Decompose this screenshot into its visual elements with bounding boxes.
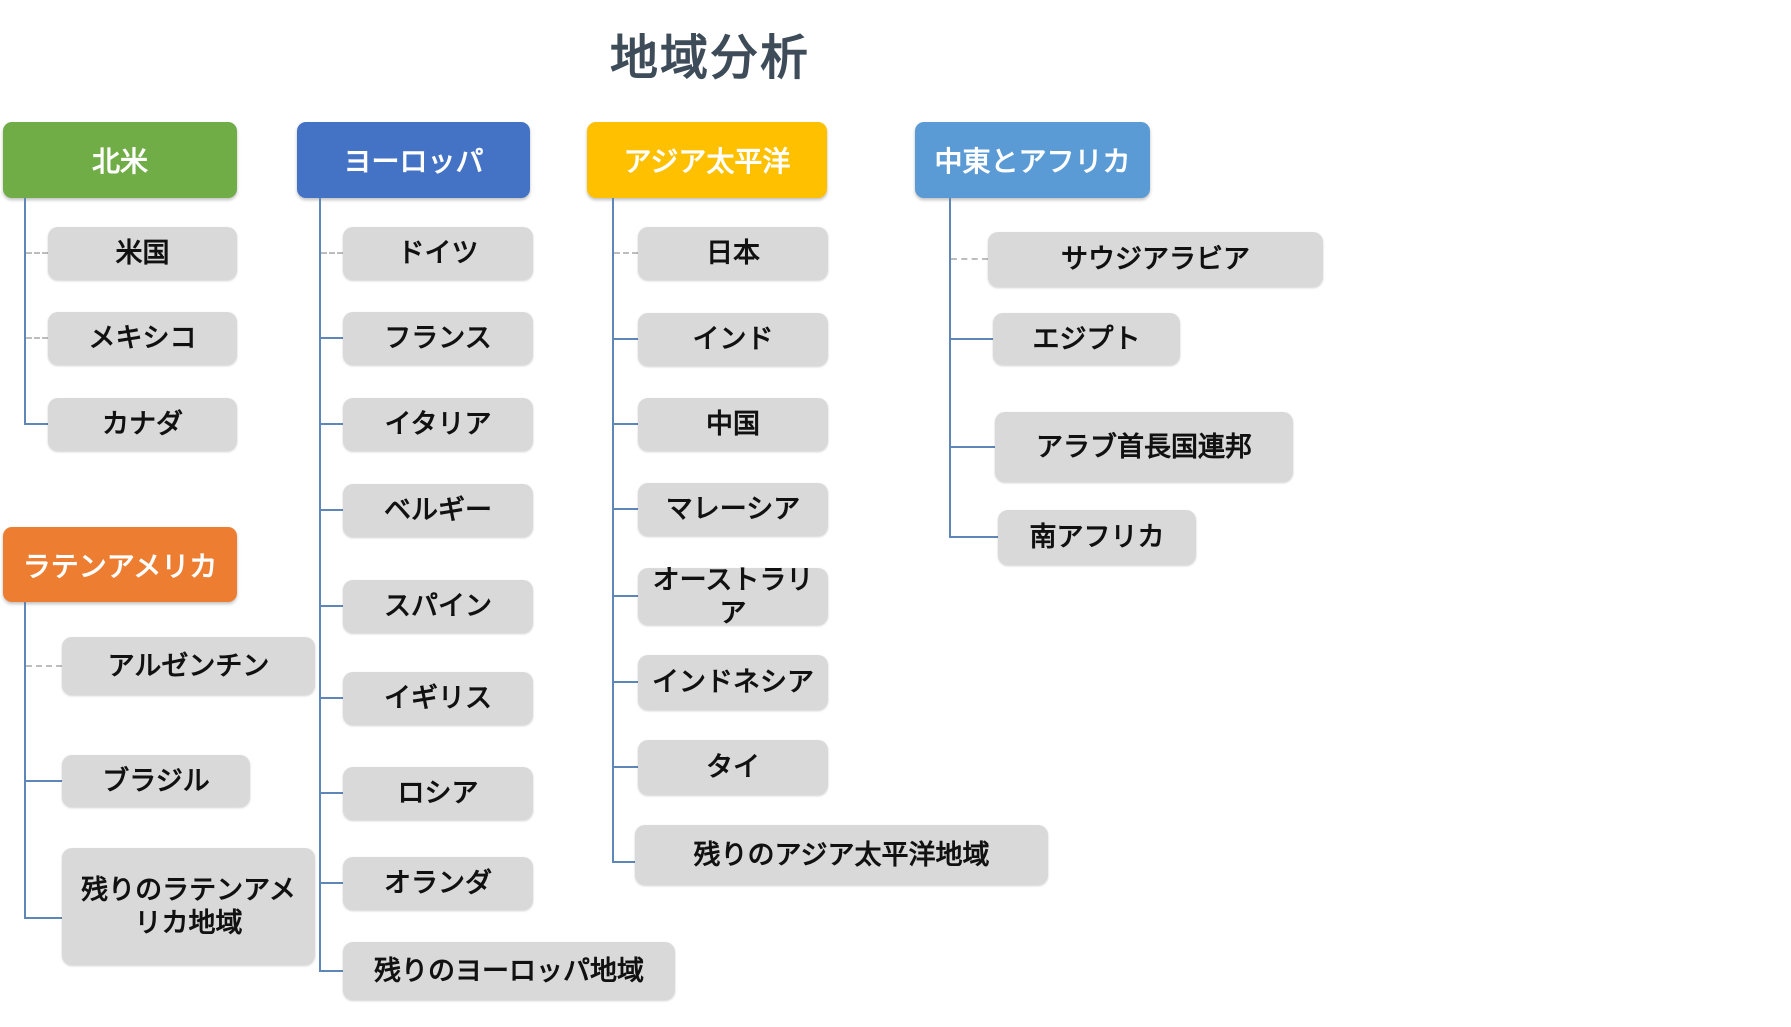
- connector-vline-middle-east-africa: [949, 198, 951, 538]
- node-mexico: メキシコ: [48, 312, 237, 365]
- node-japan: 日本: [638, 227, 828, 280]
- connector-stub-japan: [614, 252, 638, 254]
- connector-stub-netherlands: [321, 882, 343, 884]
- node-uk: イギリス: [343, 672, 533, 725]
- connector-stub-russia: [321, 792, 343, 794]
- node-south-africa: 南アフリカ: [998, 510, 1196, 565]
- connector-stub-indonesia: [614, 681, 638, 683]
- node-saudi-arabia: サウジアラビア: [988, 232, 1323, 287]
- connector-vline-latin-america: [24, 602, 26, 919]
- node-rest-of-europe: 残りのヨーロッパ地域: [343, 942, 675, 1000]
- connector-stub-canada: [24, 423, 48, 425]
- node-belgium: ベルギー: [343, 484, 533, 537]
- node-russia: ロシア: [343, 767, 533, 820]
- node-germany: ドイツ: [343, 227, 533, 280]
- node-australia: オーストラリア: [638, 565, 828, 628]
- node-netherlands: オランダ: [343, 857, 533, 910]
- group-header-north-america: 北米: [3, 122, 237, 198]
- connector-vline-europe: [319, 198, 321, 971]
- group-header-latin-america: ラテンアメリカ: [3, 527, 237, 602]
- node-brazil: ブラジル: [62, 755, 250, 807]
- connector-stub-egypt: [951, 338, 993, 340]
- connector-stub-france: [321, 337, 343, 339]
- connector-stub-thailand: [614, 766, 638, 768]
- node-france: フランス: [343, 312, 533, 365]
- node-egypt: エジプト: [993, 313, 1180, 365]
- connector-stub-india: [614, 338, 638, 340]
- connector-stub-malaysia: [614, 508, 638, 510]
- connector-stub-china: [614, 423, 638, 425]
- node-rest-of-latin-america: 残りのラテンアメリカ地域: [62, 848, 315, 965]
- node-india: インド: [638, 313, 828, 366]
- group-header-europe: ヨーロッパ: [297, 122, 530, 198]
- connector-stub-belgium: [321, 509, 343, 511]
- node-indonesia: インドネシア: [638, 655, 828, 710]
- node-china: 中国: [638, 398, 828, 451]
- connector-stub-argentina: [26, 665, 62, 667]
- connector-stub-spain: [321, 605, 343, 607]
- connector-stub-mexico: [26, 337, 48, 339]
- node-argentina: アルゼンチン: [62, 637, 315, 695]
- connector-stub-usa: [26, 252, 48, 254]
- group-header-middle-east-africa: 中東とアフリカ: [915, 122, 1150, 198]
- connector-stub-south-africa: [949, 536, 998, 538]
- node-spain: スパイン: [343, 580, 533, 633]
- connector-stub-saudi-arabia: [951, 258, 988, 260]
- connector-stub-germany: [321, 252, 343, 254]
- node-usa: 米国: [48, 227, 237, 280]
- connector-stub-uae: [951, 446, 995, 448]
- node-uae: アラブ首長国連邦: [995, 412, 1293, 482]
- connector-stub-brazil: [26, 780, 62, 782]
- node-rest-of-asia-pacific: 残りのアジア太平洋地域: [635, 825, 1048, 885]
- connector-stub-australia: [614, 595, 638, 597]
- connector-stub-uk: [321, 697, 343, 699]
- connector-stub-rest-of-latin-america: [24, 917, 62, 919]
- node-italy: イタリア: [343, 398, 533, 451]
- node-thailand: タイ: [638, 740, 828, 795]
- connector-vline-north-america: [24, 198, 26, 425]
- connector-stub-rest-of-asia-pacific: [612, 861, 635, 863]
- node-malaysia: マレーシア: [638, 483, 828, 536]
- connector-stub-italy: [321, 423, 343, 425]
- group-header-asia-pacific: アジア太平洋: [587, 122, 827, 198]
- diagram-title: 地域分析: [609, 32, 810, 85]
- connector-stub-rest-of-europe: [319, 970, 343, 972]
- connector-vline-asia-pacific: [612, 198, 614, 862]
- node-canada: カナダ: [48, 398, 237, 451]
